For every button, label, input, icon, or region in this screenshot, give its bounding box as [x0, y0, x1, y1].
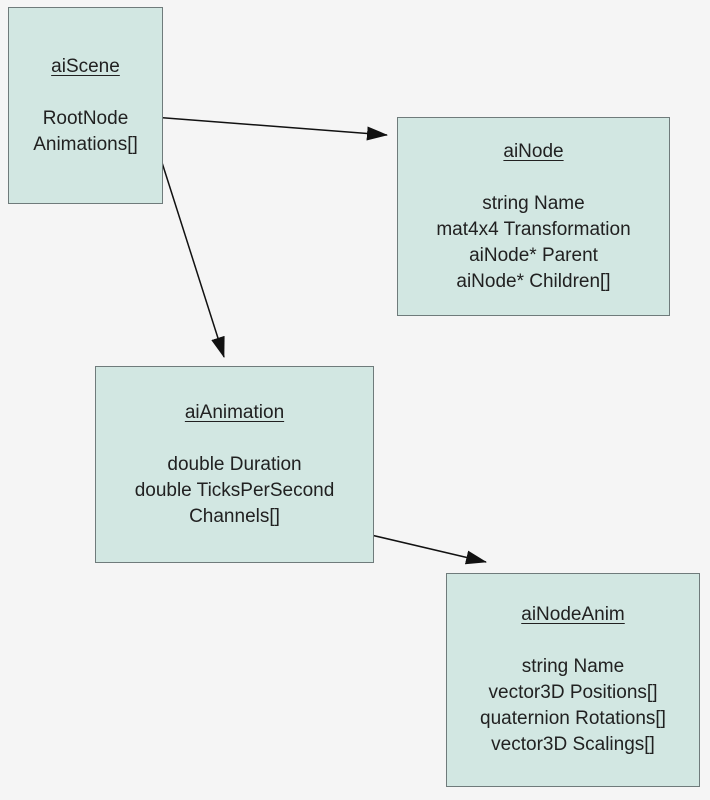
class-title-ainodeanim: aiNodeAnim	[521, 604, 625, 625]
class-attributes: double Duration double TicksPerSecond Ch…	[135, 452, 335, 530]
class-attribute: Channels[]	[189, 505, 280, 527]
class-title-ainode: aiNode	[503, 140, 564, 162]
class-attribute: vector3D Positions[]	[488, 682, 658, 703]
arrow-animations-to-aianimation	[157, 149, 225, 358]
class-attribute: mat4x4 Transformation	[436, 218, 631, 240]
class-attributes: string Name mat4x4 Transformation aiNode…	[436, 191, 630, 295]
class-box-aiscene: aiScene RootNode Animations[]	[8, 7, 163, 204]
class-box-aianimation: aiAnimation double Duration double Ticks…	[95, 366, 374, 563]
class-attributes: RootNode Animations[]	[33, 106, 138, 158]
arrow-rootnode-to-ainode	[139, 115, 388, 141]
class-title-aianimation: aiAnimation	[184, 401, 285, 423]
class-box-ainodeanim: aiNodeAnim string Name vector3D Position…	[446, 573, 700, 787]
class-attribute: aiNode* Children[]	[456, 270, 611, 292]
class-title-aiscene: aiScene	[51, 55, 120, 77]
class-attribute: double TicksPerSecond	[134, 479, 335, 501]
class-attribute: quaternion Rotations[]	[480, 708, 666, 729]
class-box-ainode: aiNode string Name mat4x4 Transformation…	[397, 117, 670, 316]
class-attribute: vector3D Scalings[]	[491, 734, 655, 755]
class-attribute: aiNode* Parent	[469, 244, 598, 266]
class-attribute: string Name	[482, 192, 585, 214]
class-attribute: RootNode	[42, 107, 129, 129]
class-attribute: double Duration	[167, 453, 302, 475]
class-attribute: string Name	[521, 656, 625, 677]
class-attribute: Animations[]	[33, 133, 138, 155]
class-attributes: string Name vector3D Positions[] quatern…	[480, 654, 666, 758]
